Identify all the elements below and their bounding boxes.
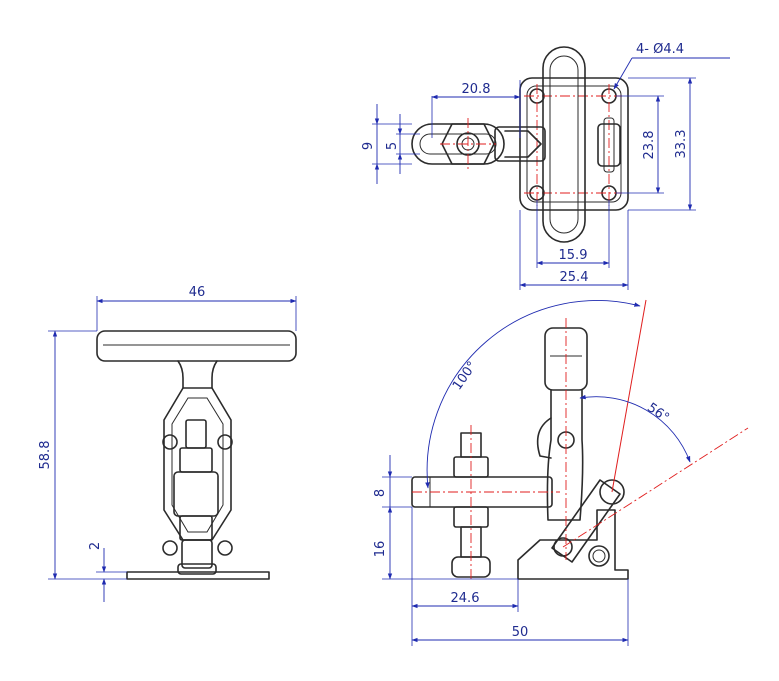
front-nut-upper: [179, 447, 213, 473]
front-arm-block: [173, 471, 219, 517]
front-spindle-pad: [177, 563, 217, 575]
side-view: 100° 56° 8 16 24.6 50: [373, 299, 749, 646]
dim-angle-56: 56°: [644, 400, 671, 426]
top-arm-tip: [504, 130, 542, 158]
dim-20-8: 20.8: [462, 82, 491, 97]
front-handle-bar: [96, 330, 297, 362]
side-base: [517, 509, 629, 580]
dim-15-9: 15.9: [559, 248, 588, 263]
front-spindle-bottom: [181, 539, 213, 569]
dim-25-4: 25.4: [560, 270, 589, 285]
side-pivot-bottom: [553, 537, 573, 557]
dim-16: 16: [373, 541, 388, 558]
top-handle: [542, 46, 586, 243]
top-handle-inner: [549, 55, 579, 234]
dim-33-3: 33.3: [674, 130, 689, 159]
dim-50: 50: [512, 625, 529, 640]
dim-23-8: 23.8: [642, 131, 657, 160]
front-base: [126, 571, 270, 580]
dim-46: 46: [189, 285, 206, 300]
dim-9: 9: [361, 142, 376, 150]
dim-5: 5: [385, 142, 400, 150]
top-pivot-block: [597, 123, 621, 167]
side-link: [551, 479, 621, 563]
side-base-hole: [588, 545, 610, 567]
dim-8: 8: [373, 489, 388, 497]
top-base-plate: [519, 77, 629, 211]
dim-24-6: 24.6: [451, 591, 480, 606]
front-view: 46 58.8 2: [38, 285, 297, 602]
top-base-plate-inner: [526, 85, 622, 203]
dim-angle-100: 100°: [450, 359, 480, 393]
front-linkage-frame: [163, 387, 232, 541]
front-handle-stem: [177, 360, 218, 389]
front-nut-lower: [179, 515, 213, 541]
dim-58-8: 58.8: [38, 441, 53, 470]
top-view: 20.8 9 5 23.8 33.3 15.9 25.4 4- Ø4.4: [361, 42, 730, 290]
front-spindle-top: [185, 419, 207, 449]
dim-hole-spec: 4- Ø4.4: [636, 42, 684, 57]
dim-2: 2: [88, 542, 103, 550]
